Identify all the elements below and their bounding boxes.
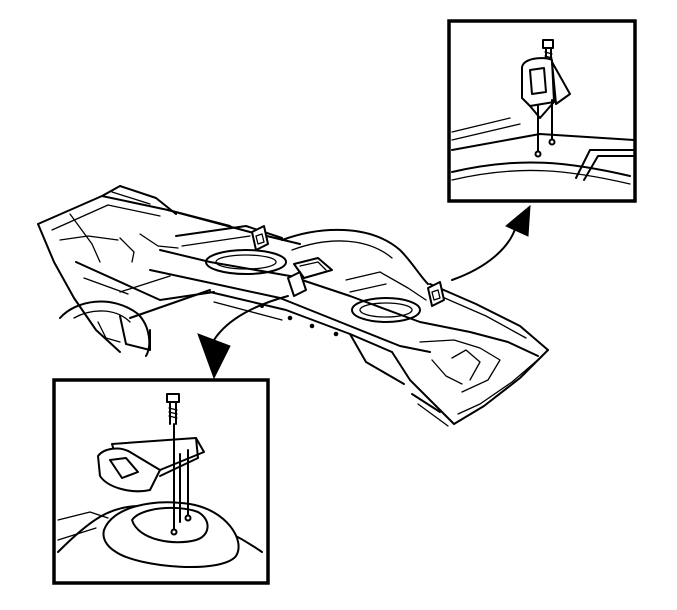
callout-arrow-to-front-detail <box>197 295 289 380</box>
front-tie-down-bracket-detail <box>52 378 270 585</box>
vehicle-rear-compartment-panel <box>37 185 549 427</box>
rear-tie-down-bracket-detail <box>447 19 637 203</box>
callout-arrow-to-rear-detail <box>451 204 531 281</box>
